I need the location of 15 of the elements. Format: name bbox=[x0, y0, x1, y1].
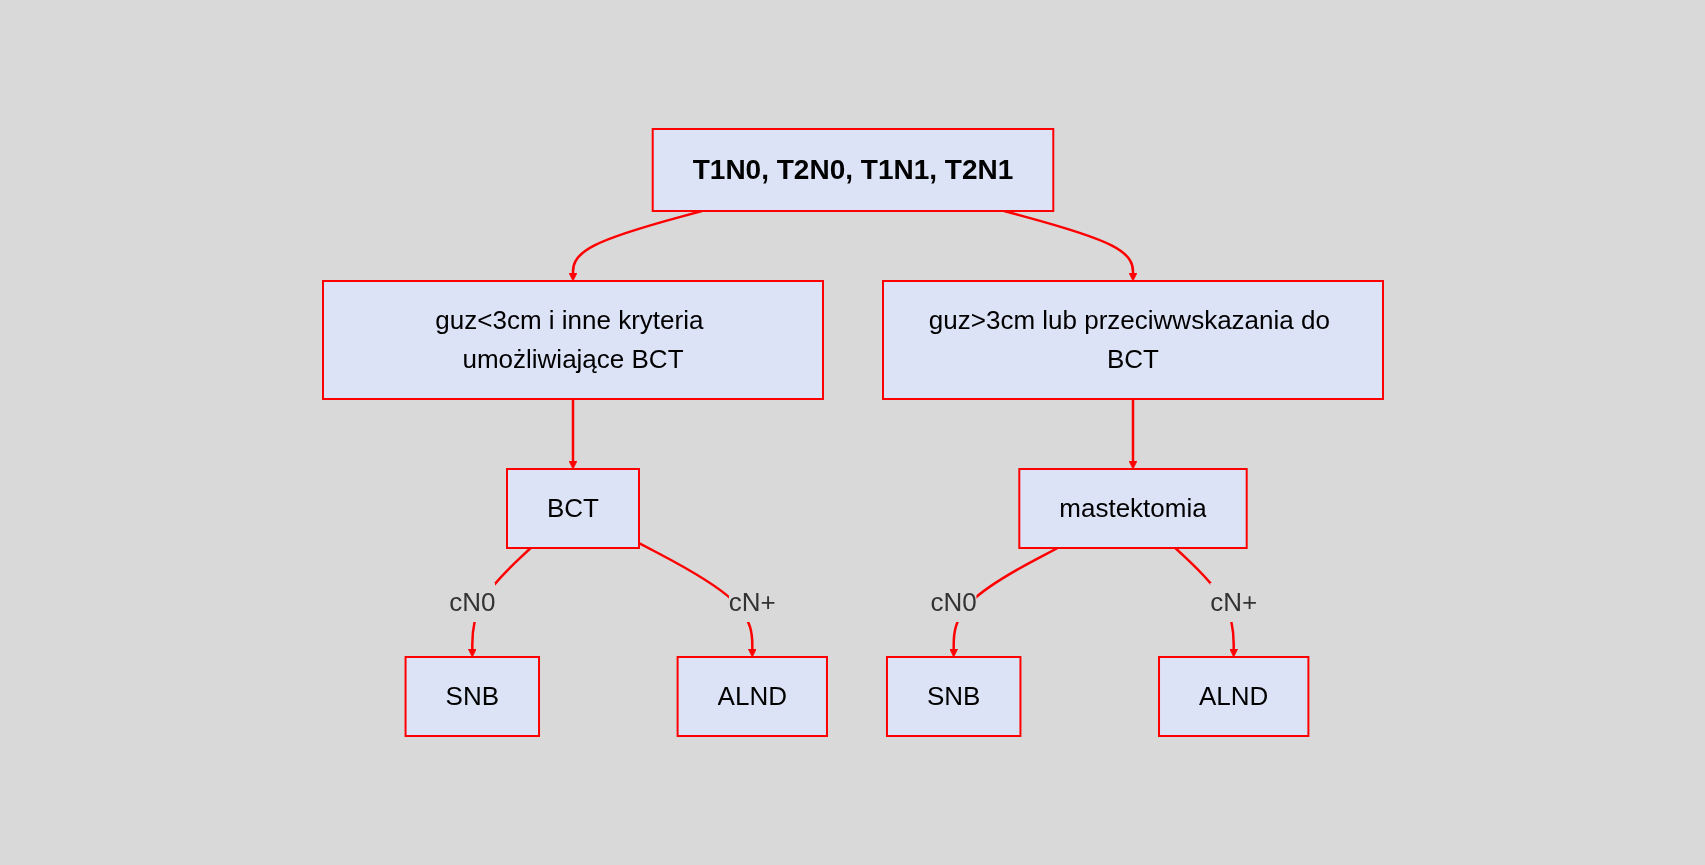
node-box: mastektomia bbox=[1017, 468, 1248, 549]
node-box: SNB bbox=[404, 656, 540, 737]
node-box: T1N0, T2N0, T1N1, T2N1 bbox=[651, 128, 1054, 212]
edge-label: cN+ bbox=[728, 587, 776, 617]
edge-label: cN0 bbox=[448, 587, 495, 617]
edge-label: cN+ bbox=[1209, 587, 1257, 617]
node-box: SNB bbox=[885, 656, 1021, 737]
node-box: guz>3cm lub przeciwwskazania do BCT bbox=[881, 280, 1384, 400]
node-box: guz<3cm i inne kryteria umożliwiające BCT bbox=[321, 280, 824, 400]
arrow bbox=[1128, 399, 1137, 470]
node-box: ALND bbox=[1157, 656, 1309, 737]
arrow bbox=[568, 399, 577, 470]
node-box: ALND bbox=[676, 656, 828, 737]
edge-label: cN0 bbox=[930, 587, 977, 617]
node-box: BCT bbox=[505, 468, 640, 549]
